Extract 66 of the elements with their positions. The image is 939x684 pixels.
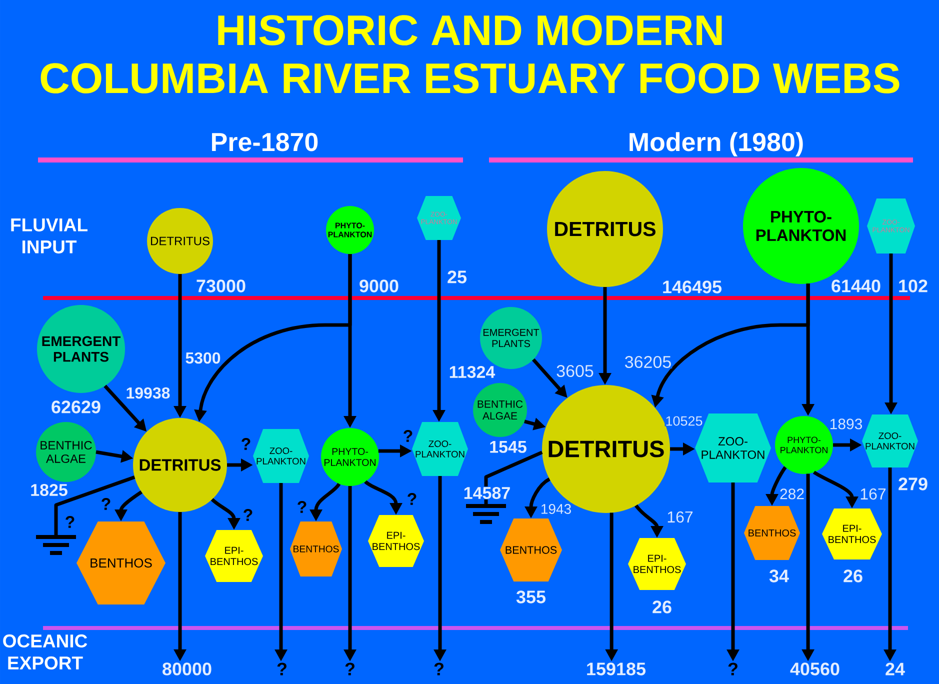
circle-node: PHYTO- PLANKTON [326, 206, 374, 254]
value-label: 34 [769, 570, 789, 582]
hexagon-node: BENTHOS [500, 518, 562, 582]
export-value: 159185 [587, 662, 646, 676]
value-label: 26 [844, 570, 862, 582]
ground-symbol [36, 534, 76, 555]
value-label: 1825 [31, 484, 68, 496]
hexagon-node: ZOO- PLANKTON [862, 414, 918, 468]
value-label: 26 [652, 600, 672, 614]
edge-label: 19938 [125, 386, 171, 400]
export-value: ? [434, 662, 444, 676]
circle-node: DETRITUS [133, 418, 227, 512]
value-label: 1545 [490, 441, 526, 453]
edge-label: ? [100, 498, 112, 510]
value-label: 102 [899, 280, 928, 292]
edge-label: 1943 [540, 504, 572, 514]
hexagon-node: EPI- BENTHOS [628, 538, 686, 590]
edge-label: 14587 [462, 486, 512, 500]
section-heading: Pre-1870 [212, 132, 318, 152]
circle-node: DETRITUS [147, 208, 213, 274]
row-label: OCEANIC EXPORT [3, 634, 88, 670]
edge-label: ? [296, 500, 308, 514]
export-value: 24 [886, 662, 905, 676]
connector-line [484, 450, 543, 504]
hexagon-node: BENTHOS [76, 521, 166, 604]
circle-node: BENTHIC ALGAE [36, 422, 96, 482]
value-label: 279 [898, 478, 928, 490]
edge-label: ? [64, 516, 76, 528]
edge-label: 10525 [664, 416, 704, 426]
edge-label: 282 [779, 488, 806, 500]
hexagon-node: ZOO- PLANKTON [253, 428, 309, 483]
edge-label: 5300 [184, 352, 222, 364]
edge-label: 36205 [624, 355, 672, 368]
edge-label: ? [240, 438, 252, 450]
title: HISTORIC AND MODERN COLUMBIA RIVER ESTUARY FOOD WEBS [40, 15, 900, 94]
export-value: ? [728, 662, 738, 676]
export-value: 80000 [162, 662, 212, 676]
edge-label: 167 [859, 488, 887, 500]
edge-label: ? [406, 492, 418, 506]
value-label: 62629 [52, 400, 100, 414]
row-label: FLUVIAL INPUT [11, 218, 88, 254]
circle-node: BENTHIC ALGAE [473, 382, 527, 437]
export-value: ? [277, 662, 286, 676]
hexagon-node: EPI- BENTHOS [822, 508, 882, 560]
export-value: 40560 [790, 662, 840, 676]
value-label: 355 [516, 590, 546, 604]
ground-symbol [466, 504, 506, 524]
circle-node: EMERGENT PLANTS [37, 304, 125, 393]
circle-node: DETRITUS [547, 171, 663, 287]
edge-label: ? [242, 508, 254, 522]
value-label: 25 [448, 270, 467, 284]
hexagon-node: EPI- BENTHOS [205, 530, 263, 582]
edge-label: 167 [666, 510, 694, 524]
value-label: 73000 [196, 280, 246, 292]
circle-node: PHYTO- PLANKTON [321, 428, 379, 486]
value-label: 9000 [360, 280, 398, 292]
export-value: ? [345, 662, 354, 676]
value-label: 146495 [663, 280, 722, 294]
connector-line [54, 476, 136, 535]
section-heading: Modern (1980) [630, 132, 803, 156]
hexagon-node: BENTHOS [290, 521, 342, 576]
edge-label: 3605 [556, 364, 594, 378]
hexagon-node: EPI- BENTHOS [368, 514, 424, 567]
hexagon-node: BENTHOS [744, 506, 800, 560]
edge-label: ? [402, 430, 414, 442]
hexagon-node: ZOO- PLANKTON [412, 422, 468, 476]
